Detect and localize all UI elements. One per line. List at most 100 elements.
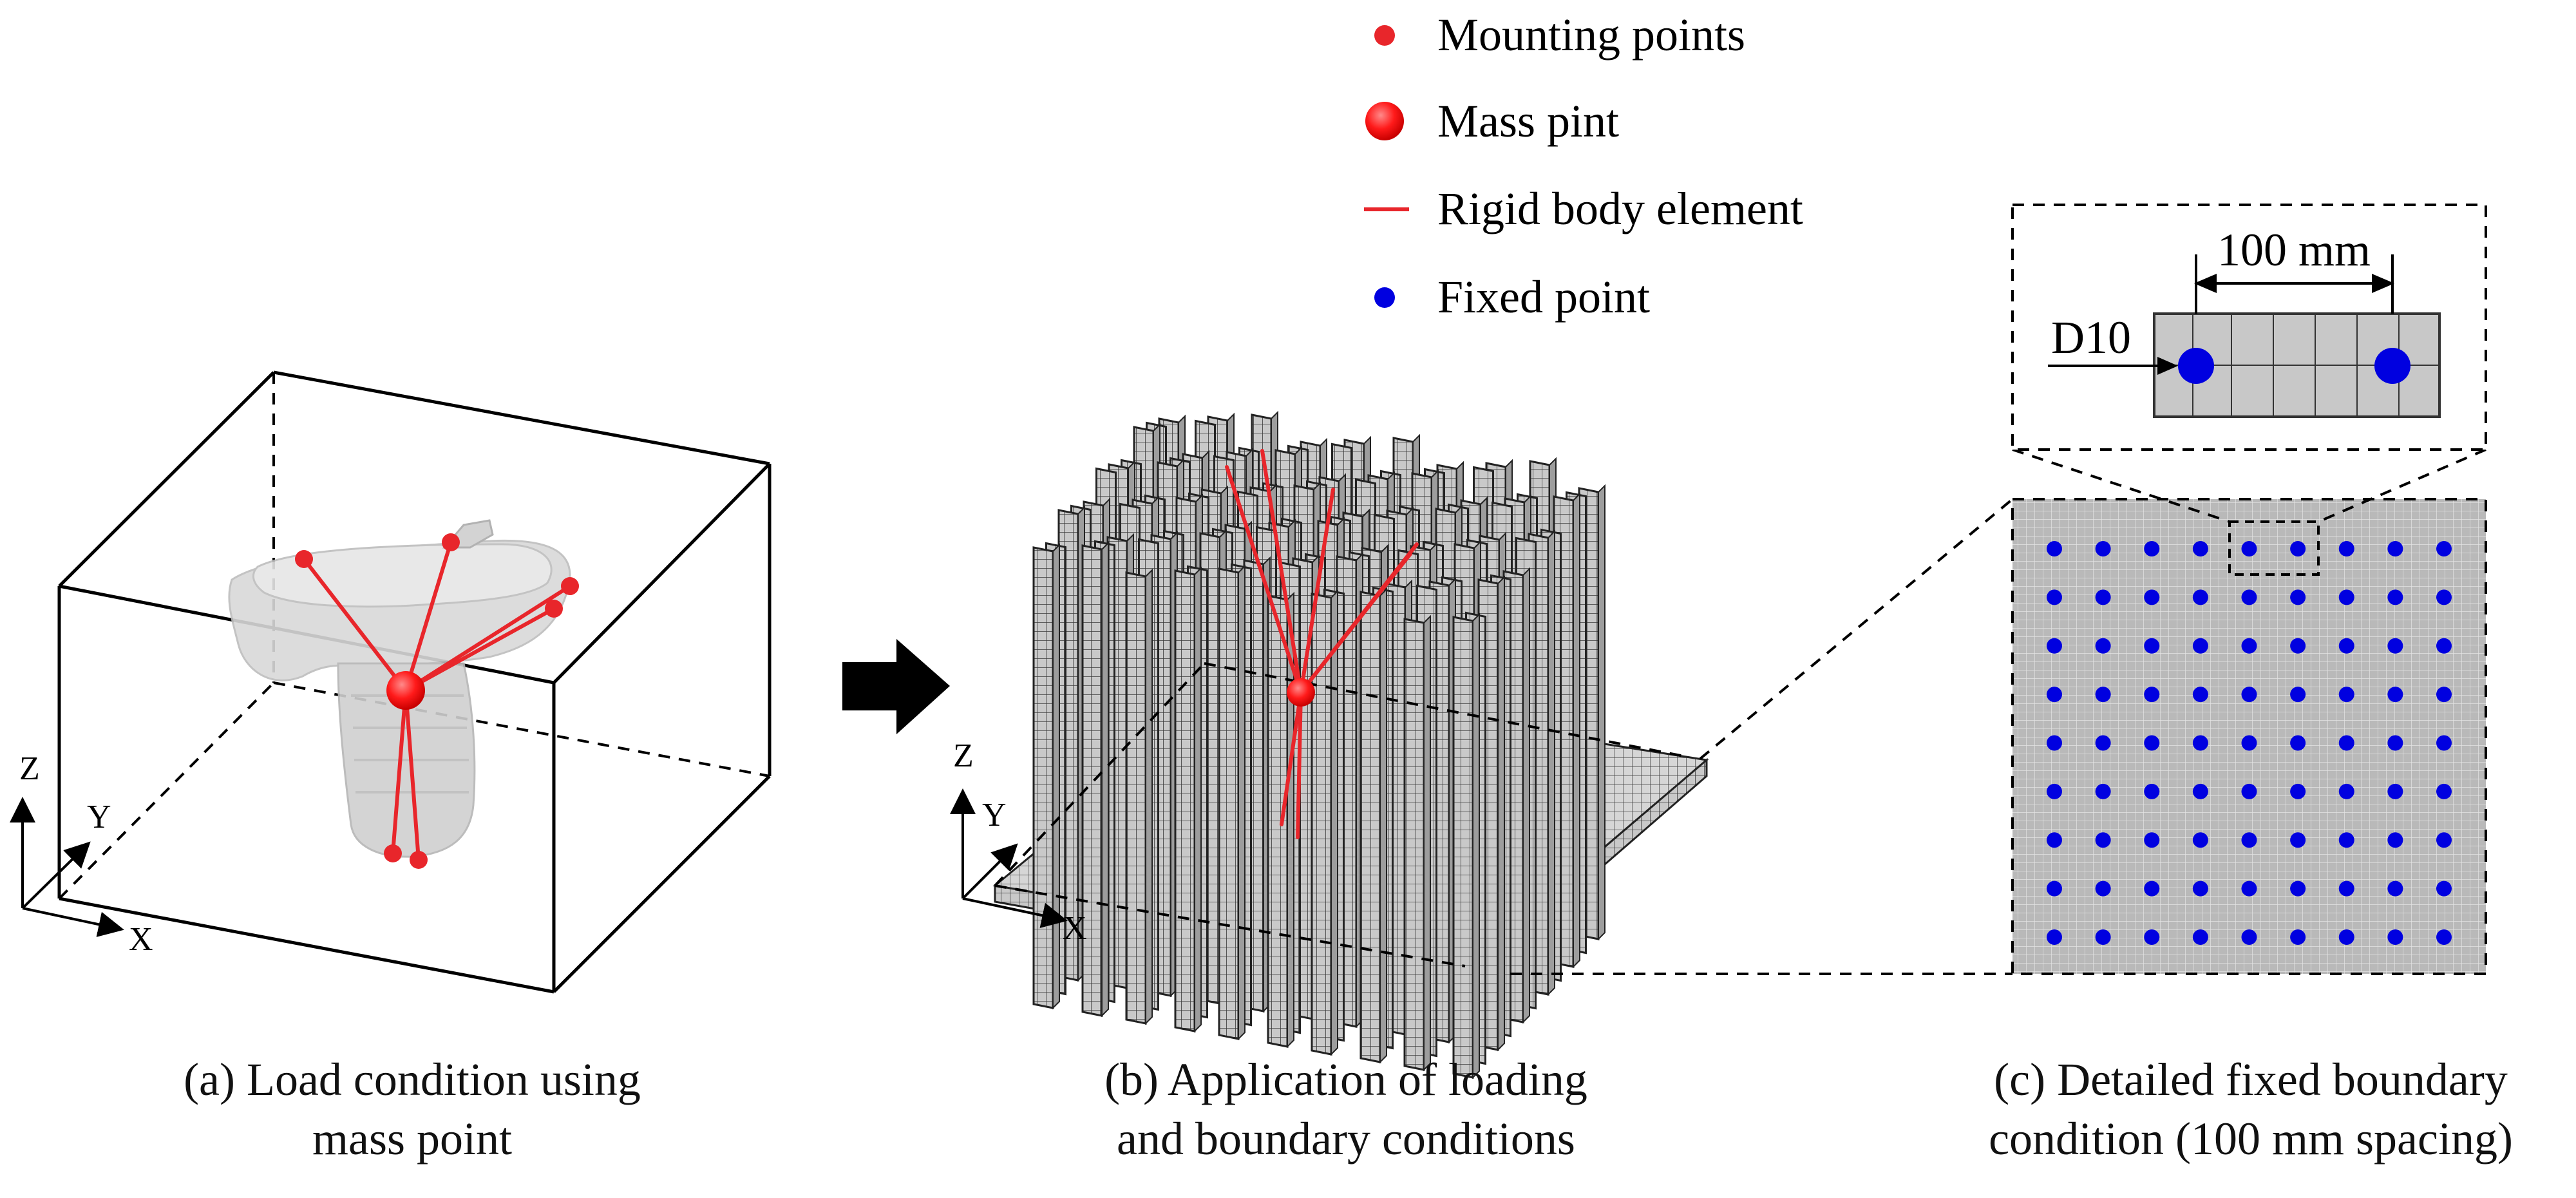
fixed-points-grid [2047,541,2452,945]
fixed-point [2436,541,2452,556]
legend: Mounting points Mass pint Rigid body ele… [1364,9,1803,323]
fixed-point [2192,880,2208,897]
panel-c: 100 mm D10 [2011,204,2487,975]
legend-item-mass-point: Mass pint [1365,95,1619,147]
axis-label-z: Z [953,737,974,774]
caption-c-line2: condition (100 mm spacing) [1989,1113,2513,1165]
rigid-body-elements-b [1225,449,1419,839]
fixed-point [2387,783,2403,799]
mesh-wall-panel [1359,591,1381,1063]
fixed-point [2095,783,2111,799]
fixed-point [2095,541,2111,556]
fixed-point [2387,929,2403,945]
fixed-point [2144,687,2160,703]
mounting-point [295,550,313,568]
mesh-wall-panel [1403,618,1425,1071]
zoom-selection-box [2228,520,2320,576]
caption-b-line2: and boundary conditions [1117,1113,1575,1165]
fixed-point [2192,783,2208,799]
legend-item-rigid-body-element: Rigid body element [1364,183,1803,234]
fixed-point [2290,541,2306,556]
fixed-point [2290,929,2306,945]
fixed-point [2095,589,2111,605]
mesh-wall-side [1548,529,1555,996]
fixed-point [2436,783,2452,799]
fixed-point [2338,783,2354,799]
fixed-point [2192,638,2208,654]
fixed-point [2047,687,2062,703]
fixed-point [2241,541,2257,556]
fixed-point [2241,880,2257,897]
legend-label-fixed-point: Fixed point [1437,271,1650,323]
fixed-point [2338,832,2354,848]
fixed-point [2387,735,2403,751]
fixed-point [2192,541,2208,556]
mesh-wall-panel [1218,567,1240,1040]
fixed-point [2338,589,2354,605]
mounting-point [442,533,460,551]
connector-lines [1510,498,2014,975]
legend-label-mass-point: Mass pint [1437,95,1619,147]
bolt-label: D10 [2051,312,2131,363]
fixed-point [2047,589,2062,605]
fixed-point [2192,929,2208,945]
fixed-point [2241,687,2257,703]
fixed-point-detail [2178,348,2214,384]
mesh-wall-side [1598,484,1605,941]
fixed-point [2144,541,2160,556]
mesh-wall-side [1101,541,1109,1018]
fixed-point [2144,638,2160,654]
fixed-point [2095,880,2111,897]
fixed-point [2144,735,2160,751]
fixed-point [2290,832,2306,848]
fixed-point [2290,638,2306,654]
fixed-point [2436,638,2452,654]
rigid-body-elements-a [302,540,572,862]
fixed-point [2047,735,2062,751]
fixed-point [2387,832,2403,848]
mounting-point [545,600,563,618]
caption-a: (a) Load condition using mass point [90,1050,734,1168]
fixed-point [2095,638,2111,654]
panel-b: Z Y X [950,410,1709,1079]
mass-point-a [386,671,425,710]
legend-label-rigid-body-element: Rigid body element [1437,183,1803,234]
bolt-leader-arrow-icon [2157,357,2178,375]
fixed-point [2047,929,2062,945]
fixed-point [2144,783,2160,799]
panel-a: Z Y X [9,370,772,994]
fixed-point [2144,929,2160,945]
mesh-wall-panel [1267,594,1289,1048]
fixed-point [2436,735,2452,751]
fixed-point [2047,638,2062,654]
axis-label-x: X [129,921,153,958]
mesh-wall-side [1194,566,1202,1033]
mesh-wall-side [1287,591,1294,1049]
transition-arrow-icon [842,639,950,734]
fixed-point [2338,880,2354,897]
fixed-point [2241,638,2257,654]
mesh-wall-side [1379,587,1387,1064]
fixed-point [2241,735,2257,751]
fixed-point [2387,880,2403,897]
axis-label-y: Y [87,799,111,835]
fixed-point [2241,589,2257,605]
mesh-wall-side [1052,543,1060,1010]
mesh-wall-side [1145,568,1153,1025]
fixed-point-detail [2374,348,2410,384]
caption-a-line2: mass point [312,1113,512,1165]
mesh-wall-side [1522,567,1530,1024]
fixed-point [2436,589,2452,605]
fixed-point [2047,880,2062,897]
fixed-point [2095,735,2111,751]
mesh-walls [1032,410,1605,1079]
axes-triad-b [950,788,1068,928]
axis-label-y: Y [982,797,1007,833]
caption-b: (b) Application of loading and boundary … [1024,1050,1668,1168]
fixed-point [2338,687,2354,703]
fixed-point [2436,929,2452,945]
fixed-point [2144,589,2160,605]
mesh-wall-side [1497,575,1505,1052]
mesh-wall-panel [1174,569,1196,1032]
